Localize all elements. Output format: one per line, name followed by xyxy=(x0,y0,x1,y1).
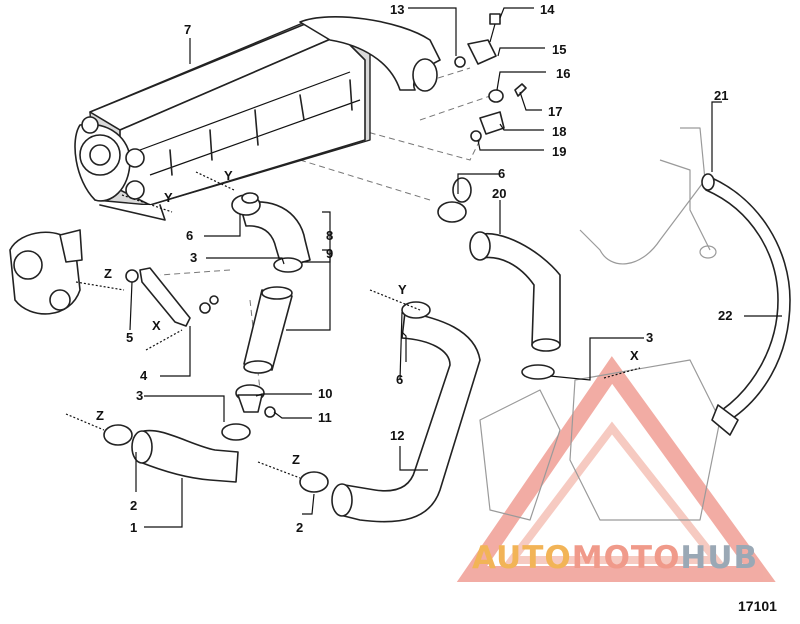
callout-20: 20 xyxy=(492,186,506,201)
view-letter-x-2: X xyxy=(630,348,639,363)
callout-21: 21 xyxy=(714,88,728,103)
callout-12: 12 xyxy=(390,428,404,443)
callout-13: 13 xyxy=(390,2,404,17)
callout-11: 11 xyxy=(318,410,332,425)
raw-water-pump xyxy=(9,229,83,315)
callout-leaders xyxy=(129,7,782,528)
callout-4: 4 xyxy=(140,368,148,383)
callout-18: 18 xyxy=(552,124,566,139)
callout-10: 10 xyxy=(318,386,332,401)
view-letter-y-3: Y xyxy=(398,282,407,297)
engine-outline-ghost xyxy=(479,127,721,521)
elbow-hose-part-20 xyxy=(437,201,561,380)
hose-8-and-pipe-9 xyxy=(221,194,311,441)
view-letter-x-1: X xyxy=(152,318,161,333)
view-letter-y-1: Y xyxy=(164,190,173,205)
callout-22: 22 xyxy=(718,308,732,323)
heat-exchanger-part-7 xyxy=(74,16,441,221)
watermark-triangle-logo xyxy=(456,356,776,582)
watermark-part-1: AUTO xyxy=(472,540,572,576)
callout-1: 1 xyxy=(130,520,137,535)
view-letters: Y Y Y Z X Z Z X xyxy=(96,168,639,467)
callout-16: 16 xyxy=(556,66,570,81)
fittings-13-19 xyxy=(454,13,527,142)
callout-3-lower: 3 xyxy=(136,388,143,403)
callout-15: 15 xyxy=(552,42,566,57)
callout-6-mid: 6 xyxy=(396,372,403,387)
long-hose-part-12 xyxy=(299,301,481,523)
callout-8: 8 xyxy=(326,228,333,243)
callout-7: 7 xyxy=(184,22,191,37)
view-letter-z-1: Z xyxy=(104,266,112,281)
watermark-part-3: HUB xyxy=(680,540,759,576)
callout-3-right: 3 xyxy=(646,330,653,345)
callout-6-right: 6 xyxy=(498,166,505,181)
view-arrows xyxy=(65,171,641,479)
callout-5: 5 xyxy=(126,330,133,345)
view-letter-z-3: Z xyxy=(292,452,300,467)
callout-17: 17 xyxy=(548,104,562,119)
lower-hose-part-1 xyxy=(103,424,239,483)
diagram-id: 17101 xyxy=(738,598,777,614)
hose-clamps xyxy=(241,177,472,204)
callout-19: 19 xyxy=(552,144,566,159)
watermark-part-2: MOTO xyxy=(571,540,681,576)
callout-9: 9 xyxy=(326,246,333,261)
watermark-text: AUTOMOTOHUB xyxy=(472,540,758,576)
callout-14: 14 xyxy=(540,2,555,17)
callout-2-left: 2 xyxy=(130,498,137,513)
breather-hose-22 xyxy=(701,173,791,436)
view-letter-z-2: Z xyxy=(96,408,104,423)
callout-2-right: 2 xyxy=(296,520,303,535)
callout-6-left: 6 xyxy=(186,228,193,243)
callout-labels: 7 13 14 15 16 17 18 19 21 6 20 6 8 3 9 2… xyxy=(126,2,732,535)
view-letter-y-2: Y xyxy=(224,168,233,183)
callout-3-upper: 3 xyxy=(190,250,197,265)
bracket-part-4 xyxy=(125,267,219,327)
